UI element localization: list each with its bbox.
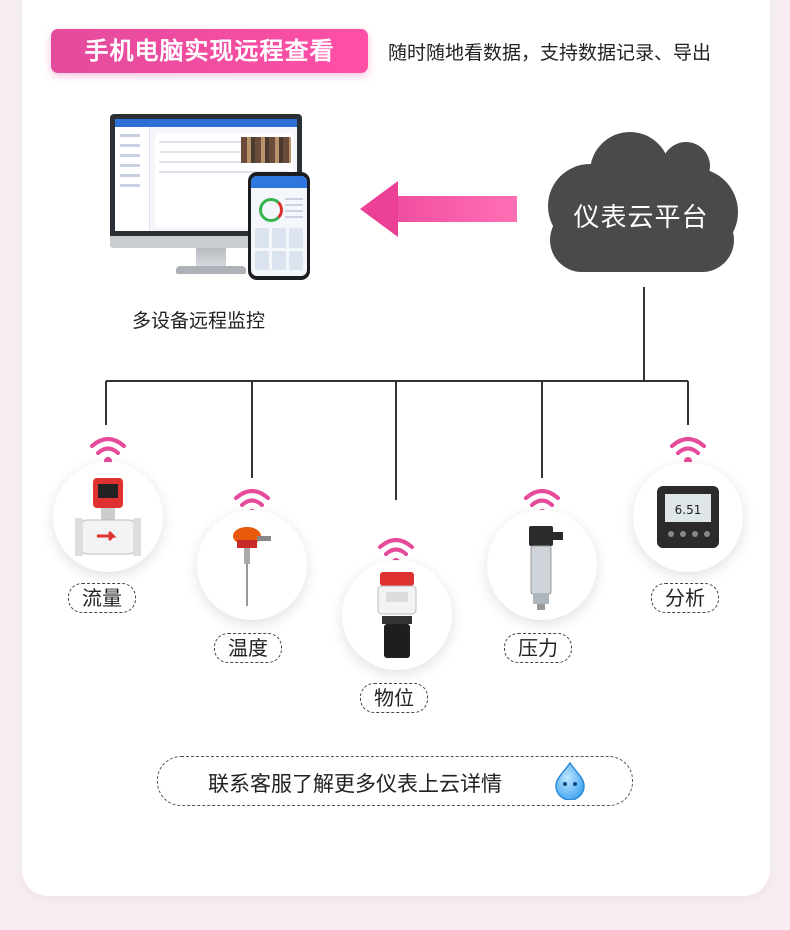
sensor-flow <box>53 462 163 572</box>
ultrasonic-level-icon <box>377 572 417 658</box>
contact-service-text: 联系客服了解更多仪表上云详情 <box>208 772 502 796</box>
cloud-icon <box>548 132 738 272</box>
smartphone-image <box>248 172 310 280</box>
screen-photo <box>241 137 291 163</box>
water-drop-icon <box>555 761 585 800</box>
sensor-pressure <box>487 510 597 620</box>
screen-sidebar <box>115 127 150 231</box>
sensor-label-analyzer: 分析 <box>651 583 719 613</box>
monitor-base <box>176 266 246 274</box>
phone-topbar <box>251 176 307 188</box>
sensor-label-temperature: 温度 <box>214 633 282 663</box>
sensor-label-pressure: 压力 <box>504 633 572 663</box>
arrow-left-icon <box>395 196 517 222</box>
thermocouple-icon <box>233 527 271 606</box>
phone-screen <box>251 176 307 276</box>
devices-caption: 多设备远程监控 <box>132 310 266 332</box>
sensor-analyzer: 6.51 <box>633 462 743 572</box>
sensor-level <box>342 560 452 670</box>
flowmeter-icon <box>75 478 141 556</box>
pressure-transmitter-icon <box>529 526 563 610</box>
phone-grid <box>255 228 303 270</box>
sensor-label-level: 物位 <box>360 683 428 713</box>
sensor-temperature <box>197 510 307 620</box>
feature-badge: 手机电脑实现远程查看 <box>51 29 368 73</box>
analyzer-reading: 6.51 <box>675 503 702 517</box>
phone-gauge-icon <box>259 198 283 222</box>
phone-rows <box>285 198 303 222</box>
wifi-icon <box>90 437 126 465</box>
arrow-head-icon <box>360 181 398 237</box>
screen-topbar <box>115 119 297 127</box>
analyzer-icon: 6.51 <box>657 486 719 548</box>
contact-service-button[interactable] <box>157 756 633 806</box>
sensor-label-flow: 流量 <box>68 583 136 613</box>
cloud-platform-label: 仪表云平台 <box>573 203 709 233</box>
feature-subtitle: 随时随地看数据，支持数据记录、导出 <box>388 42 712 64</box>
monitor-stand <box>196 248 226 268</box>
